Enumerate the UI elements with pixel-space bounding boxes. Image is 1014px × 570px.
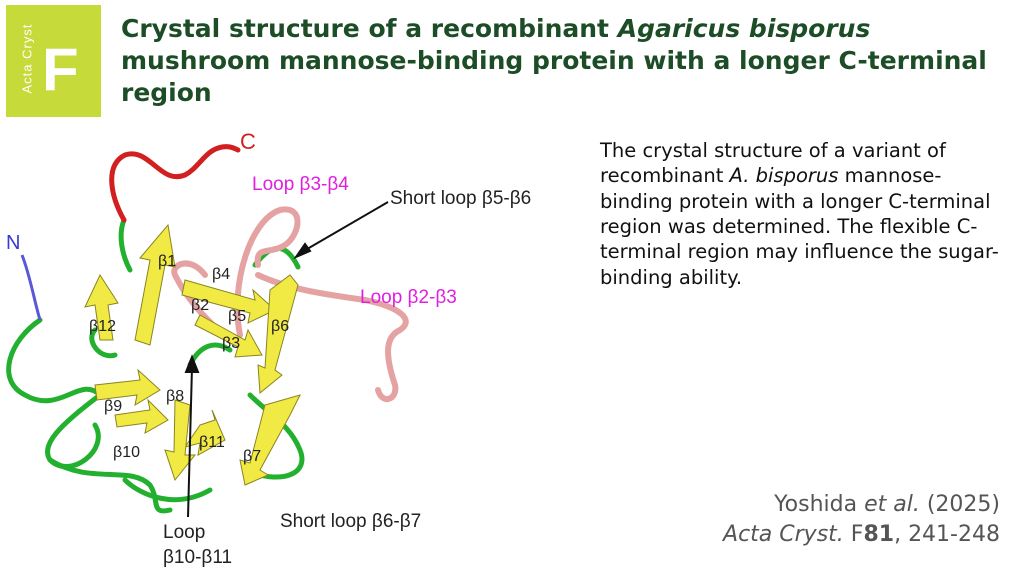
- beta-strands: [84, 223, 301, 486]
- label-c-terminus: C: [240, 129, 256, 154]
- label-loop-b2b3: Loop β2-β3: [360, 287, 457, 308]
- label-loop-b10b11-line1: Loop: [163, 522, 205, 543]
- label-short-loop-b5b6: Short loop β5-β6: [390, 188, 531, 209]
- label-b12: β12: [89, 318, 116, 335]
- c-terminal-region: [109, 144, 241, 223]
- label-loop-b3b4: Loop β3-β4: [252, 174, 349, 195]
- citation-authors: Yoshida et al. (2025): [774, 492, 1000, 517]
- label-b4: β4: [212, 266, 230, 283]
- label-b7: β7: [243, 448, 261, 465]
- label-b5: β5: [228, 308, 246, 325]
- label-b3: β3: [222, 335, 240, 352]
- badge-letter: F: [42, 36, 79, 103]
- protein-structure-figure: C N Loop β3-β4 Loop β2-β3 Short loop β5-…: [6, 129, 531, 568]
- label-b9: β9: [104, 398, 122, 415]
- label-short-loop-b6b7: Short loop β6-β7: [280, 511, 421, 532]
- label-b1: β1: [158, 253, 176, 270]
- n-terminal-region: [20, 254, 42, 321]
- label-n-terminus: N: [6, 232, 20, 254]
- annotation-arrows: [184, 201, 389, 518]
- label-b11: β11: [199, 434, 225, 451]
- label-b10: β10: [113, 444, 140, 461]
- summary-text: The crystal structure of a variant of re…: [600, 139, 999, 289]
- page-title: Crystal structure of a recombinant Agari…: [121, 14, 987, 107]
- label-loop-b10b11-line2: β10-β11: [163, 547, 232, 568]
- label-b2: β2: [191, 297, 209, 314]
- label-b6: β6: [271, 318, 289, 335]
- citation: Yoshida et al. (2025) Acta Cryst. F81, 2…: [723, 490, 1000, 549]
- citation-journal: Acta Cryst. F81, 241-248: [723, 521, 1000, 547]
- label-b8: β8: [166, 388, 184, 405]
- journal-badge: Acta Cryst F: [6, 5, 101, 117]
- badge-vertical-text: Acta Cryst: [19, 23, 35, 94]
